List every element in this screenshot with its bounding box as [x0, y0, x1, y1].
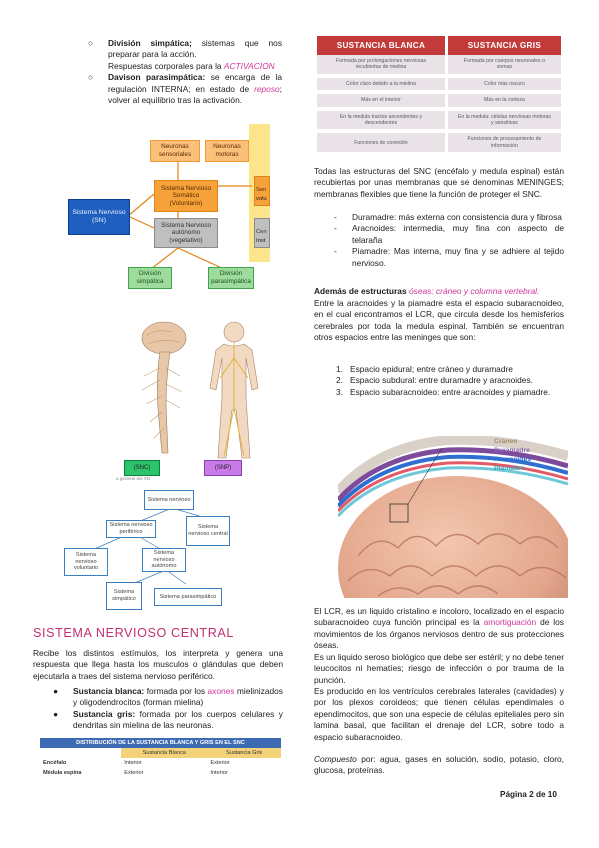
meninges-figure: Cráneo Duramadre Aracnoides Piamadre: [338, 436, 568, 598]
table-row: En la medula tractos ascendentes y desce…: [317, 110, 561, 134]
sustancia-gris-header: SUSTANCIA GRIS: [447, 36, 561, 55]
autonomo-box: Sistema Nervioso autónomo (vegetativo): [154, 218, 218, 248]
sustancia-bullets: ● Sustancia blanca: formada por los axon…: [53, 686, 283, 732]
section-title: SISTEMA NERVIOSO CENTRAL: [33, 626, 235, 640]
list-item: 1.Espacio epidural; entre cráneo y duram…: [336, 364, 513, 374]
distribution-col-gris: Sustancia Gris: [207, 748, 281, 758]
left-top-bullets: ○ División simpática; sistemas que nos p…: [86, 38, 282, 106]
neuronas-sensoriales-box: Neuronas sensoriales: [150, 140, 200, 162]
sustancia-blanca-header: SUSTANCIA BLANCA: [317, 36, 445, 55]
page-number: Página 2 de 10: [500, 790, 557, 799]
distribution-col-blanca: Sustancia Blanca: [121, 748, 208, 758]
table-row: Médula espina Exterior Interior: [43, 770, 228, 776]
tree-connectors: [91, 507, 207, 585]
nervous-system-illustration: [141, 321, 259, 459]
tree-simpatico-box: Sistema simpático: [106, 582, 142, 610]
label-piamadre: Piamadre: [494, 465, 525, 472]
label-craneo: Cráneo: [494, 438, 518, 445]
distribution-table-title: DISTRIBUCIÓN DE LA SUSTANCIA BLANCA Y GR…: [40, 738, 281, 748]
concept-map: Neuronas sensoriales Neuronas motoras Si…: [66, 124, 270, 296]
bullet-sustancia-gris: ● Sustancia gris: formada por los cuerpo…: [53, 708, 283, 731]
table-row: Formada por prolongaciones nerviosas rec…: [317, 55, 561, 78]
side-box-sen: Sen: [254, 176, 270, 206]
snp-label-box: (SNP): [204, 460, 242, 476]
compuesto-paragraph: Compuesto por: agua, gases en solución, …: [314, 754, 564, 776]
distribution-table-blank: [40, 748, 122, 758]
dot-bullet-icon: ●: [53, 708, 59, 719]
activation-line: Respuestas corporales para la ACTIVACION: [108, 60, 275, 71]
tree-voluntario-box: Sistema nervioso voluntario: [64, 548, 108, 576]
table-row: Encéfalo Interior Exterior: [43, 760, 230, 766]
bullet-simpatica: ○ División simpática; sistemas que nos p…: [88, 38, 283, 60]
bullet-parasimpatica: ○ Davison parasimpática: se encarga de l…: [88, 72, 282, 106]
circle-bullet-icon: ○: [88, 38, 94, 48]
concept-map-connectors: [127, 162, 252, 270]
lcr-paragraph-1: El LCR, es un liquido cristalino e incol…: [314, 606, 564, 651]
ademas-line: Además de estructuras óseas: cráneo y co…: [314, 286, 540, 296]
parasimpatica-box: División parasimpática: [208, 267, 254, 289]
brain-meninges-illustration: [338, 436, 568, 598]
tree-central-box: Sistema nervioso central: [186, 516, 230, 546]
label-aracnoides: Aracnoides: [494, 456, 532, 463]
hierarchy-tree: Sistema nervioso Sistema nervioso perifé…: [62, 488, 230, 614]
somatico-box: Sistema Nervioso Somático (Voluntario): [154, 180, 218, 212]
simpatica-box: División simpática: [128, 267, 172, 289]
anatomy-figure: (SNC) (SNP) a general del SN: [116, 318, 274, 484]
sistema-nervioso-box: Sistema Nervioso (SN): [68, 199, 130, 235]
tree-periferico-box: Sistema nervioso periférico: [106, 520, 156, 538]
meninge-aracnoides: - Aracnoides: intermedia, muy fina con a…: [334, 223, 564, 245]
meninges-intro: Todas las estructuras del SNC (encéfalo …: [314, 166, 564, 199]
anatomy-caption: a general del SN: [116, 476, 151, 481]
bullet-sustancia-blanca: ● Sustancia blanca: formada por los axon…: [53, 686, 283, 708]
distribution-table: DISTRIBUCIÓN DE LA SUSTANCIA BLANCA Y GR…: [40, 738, 281, 778]
side-box-volu-label: volu: [256, 196, 267, 202]
snc-label-box: (SNC): [124, 460, 160, 476]
tree-root-box: Sistema nervioso: [144, 490, 194, 510]
label-duramadre: Duramadre: [494, 447, 530, 454]
meninges-list: - Duramadre: más externa con consistenci…: [334, 212, 564, 269]
dot-bullet-icon: ●: [53, 686, 59, 696]
snc-intro: Recibe los distintos estímulos, los inte…: [33, 648, 283, 681]
tree-parasimpatico-box: Sistema parasimpático: [154, 588, 222, 606]
circle-bullet-icon: ○: [88, 72, 94, 83]
sustancia-comparison-table: SUSTANCIA BLANCA SUSTANCIA GRIS Formada …: [314, 36, 564, 157]
side-box-cen: Cen: [254, 218, 270, 248]
meninge-piamadre: - Piamadre: Mas interna, muy fina y se a…: [334, 246, 564, 268]
lcr-paragraph-3: Es producido en los ventrículos cerebral…: [314, 686, 564, 742]
tree-autonomo-box: Sistema nervioso autónomo: [142, 548, 186, 572]
list-item: 3.Espacio subaracnoideo: entre aracnoide…: [336, 386, 551, 397]
lcr-paragraph-2: Es un liquido seroso biológico que debe …: [314, 652, 564, 685]
side-box-inst-label: Inst: [256, 238, 266, 244]
list-item: 2.Espacio subdural: entre duramadre y ar…: [336, 375, 533, 386]
meninge-duramadre: - Duramadre: más externa con consistenci…: [334, 212, 562, 222]
neuronas-motoras-box: Neuronas motoras: [205, 140, 249, 162]
espacio-paragraph: Entre la aracnoides y la piamadre esta e…: [314, 298, 564, 343]
espacios-list: 1.Espacio epidural; entre cráneo y duram…: [336, 364, 564, 398]
